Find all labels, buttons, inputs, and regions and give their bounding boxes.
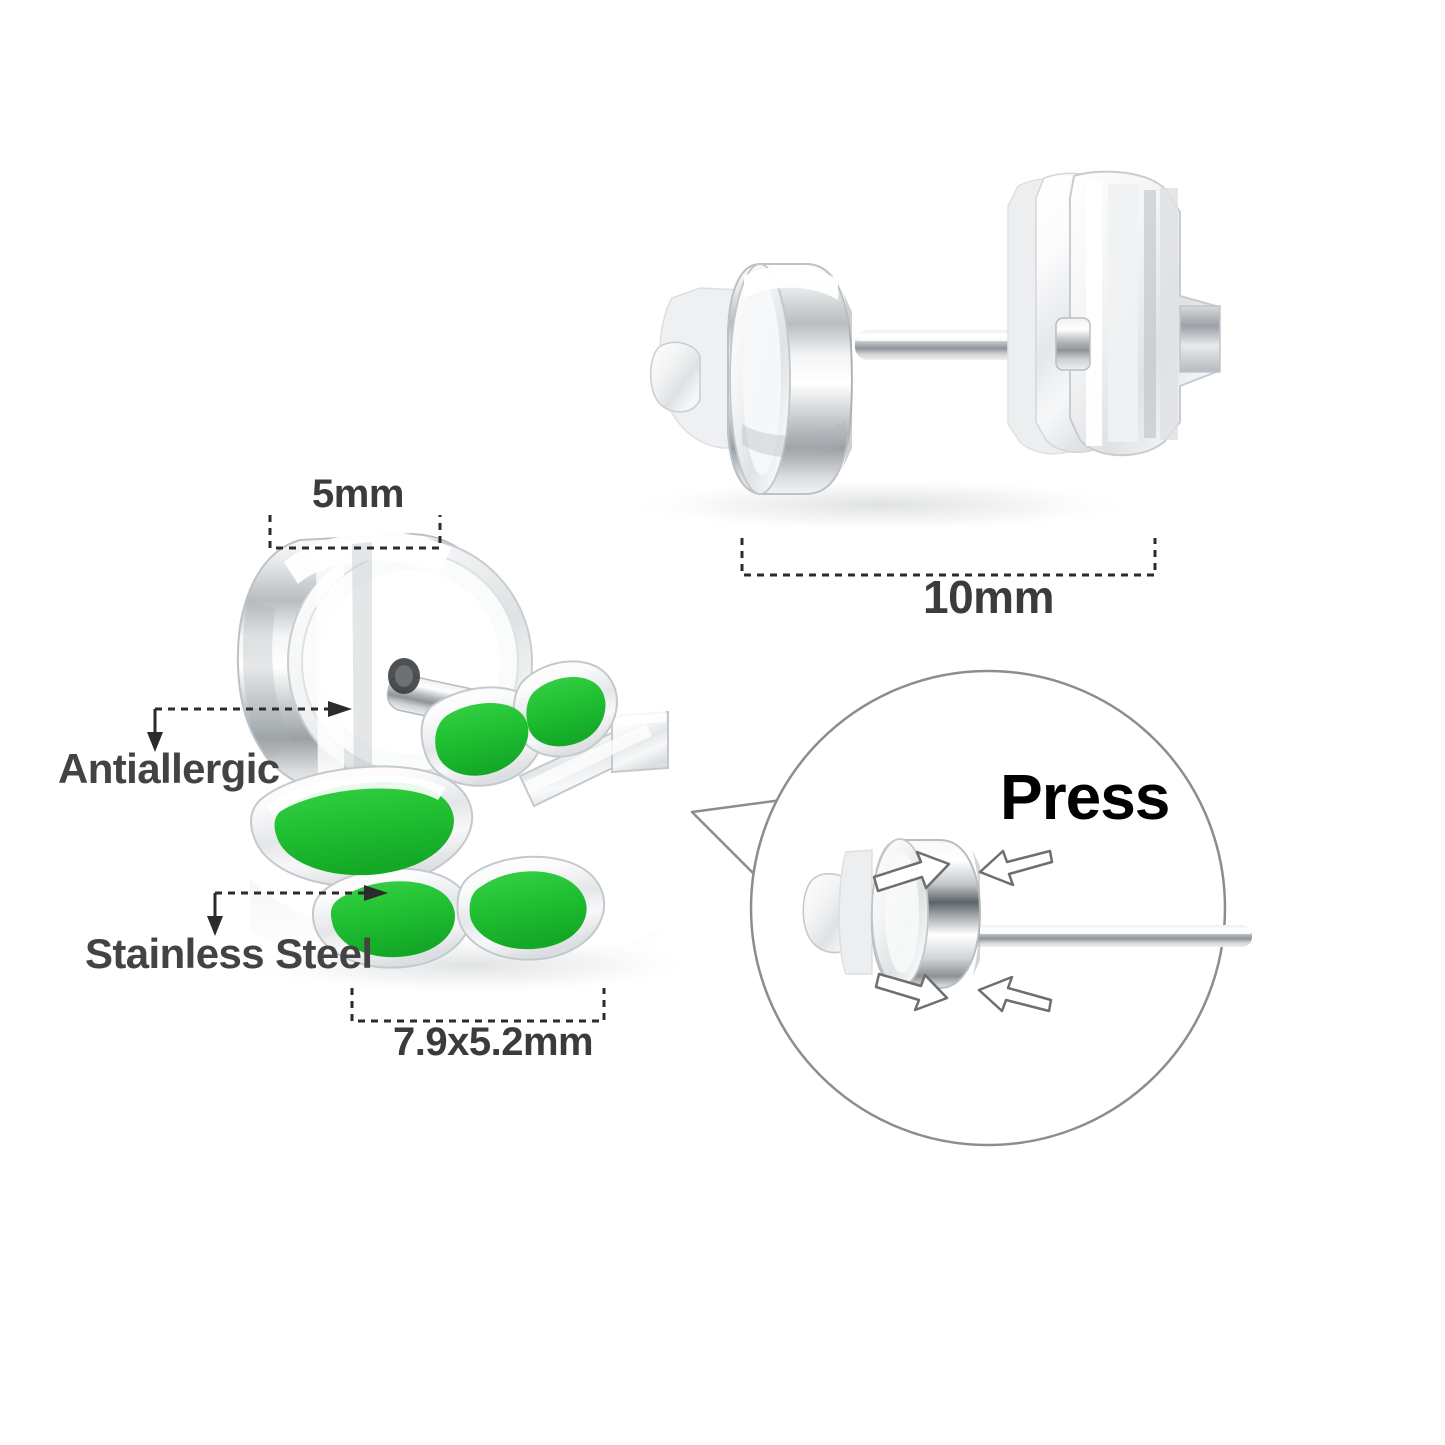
earring-post-main xyxy=(386,658,571,744)
screw-back-disc-large xyxy=(236,532,533,791)
stud-side-view-illustration xyxy=(620,170,1221,533)
dimension-label-disc-diameter: 5mm xyxy=(312,472,404,516)
press-direction-arrows xyxy=(872,849,1054,1013)
dimension-label-overall-length: 10mm xyxy=(923,571,1054,623)
tree-motif-edge-view xyxy=(1007,170,1221,457)
arrow-top-left xyxy=(872,850,951,893)
feature-label-stainless-steel: Stainless Steel xyxy=(85,930,373,977)
leaf-upper-right xyxy=(526,676,606,747)
earring-post xyxy=(855,330,1135,360)
press-instruction-label: Press xyxy=(1000,761,1170,833)
press-mechanism-illustration xyxy=(802,838,1252,989)
leader-stainless-steel xyxy=(207,885,388,936)
leaf-upper-left xyxy=(435,702,529,776)
feature-leader-lines xyxy=(147,701,388,936)
arrow-top-right xyxy=(978,849,1054,887)
arrow-bottom-left xyxy=(874,972,949,1012)
screw-back-disc xyxy=(650,263,854,495)
bracket-5mm xyxy=(268,515,442,550)
motif-silver-body xyxy=(250,660,669,969)
green-enamel-leaves xyxy=(274,676,606,958)
tree-leaf-motif xyxy=(250,660,669,969)
arrow-bottom-right xyxy=(977,975,1053,1013)
leaf-left-large xyxy=(274,782,454,876)
press-callout-bubble xyxy=(690,669,1252,1147)
stud-tree-motif-illustration xyxy=(236,532,700,995)
leaf-lower-right xyxy=(469,871,587,950)
bracket-motif-size xyxy=(350,988,606,1023)
feature-label-antiallergic: Antiallergic xyxy=(58,745,280,792)
dimension-label-motif-size: 7.9x5.2mm xyxy=(393,1020,594,1064)
